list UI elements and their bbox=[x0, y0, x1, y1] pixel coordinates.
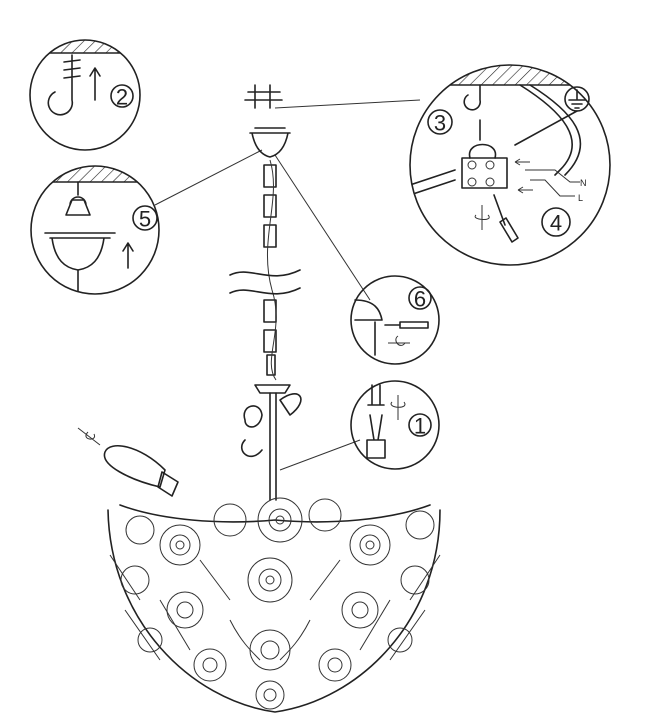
ceiling-bracket bbox=[244, 84, 283, 109]
rotate-icon bbox=[474, 205, 490, 230]
step-number-5: 5 bbox=[139, 207, 151, 232]
neutral-label: N bbox=[580, 178, 587, 188]
hook-icon bbox=[463, 84, 481, 111]
canopy-and-chain bbox=[229, 127, 302, 501]
step-2-detail: 2 bbox=[29, 39, 141, 151]
live-label: L bbox=[578, 193, 583, 203]
light-bulb bbox=[77, 427, 179, 497]
terminal-block bbox=[461, 157, 508, 189]
step-number-2: 2 bbox=[116, 85, 128, 110]
step-3-4-detail: N L 3 4 bbox=[409, 64, 611, 266]
screwdriver-icon bbox=[384, 321, 429, 329]
step-5-detail: 5 bbox=[30, 165, 160, 295]
step-number-3: 3 bbox=[434, 111, 446, 136]
ground-icon bbox=[568, 89, 586, 109]
step-6-detail: 6 bbox=[350, 275, 440, 365]
rotate-icon bbox=[388, 335, 410, 346]
step-1-detail: 1 bbox=[350, 380, 440, 470]
hook-icon bbox=[47, 54, 81, 116]
step-number-1: 1 bbox=[414, 414, 426, 439]
step-number-4: 4 bbox=[550, 211, 562, 236]
rotate-icon bbox=[390, 395, 406, 420]
step-number-6: 6 bbox=[414, 287, 426, 312]
rotate-icon bbox=[77, 427, 101, 446]
arrow-up-icon bbox=[122, 242, 134, 269]
screwdriver-icon bbox=[493, 194, 519, 243]
leader-lines bbox=[154, 99, 421, 471]
arrow-icon bbox=[517, 186, 533, 194]
canopy bbox=[44, 232, 116, 271]
rose-bowl-shade bbox=[107, 497, 441, 713]
arrow-icon bbox=[514, 158, 530, 166]
arrow-up-icon bbox=[89, 67, 101, 101]
